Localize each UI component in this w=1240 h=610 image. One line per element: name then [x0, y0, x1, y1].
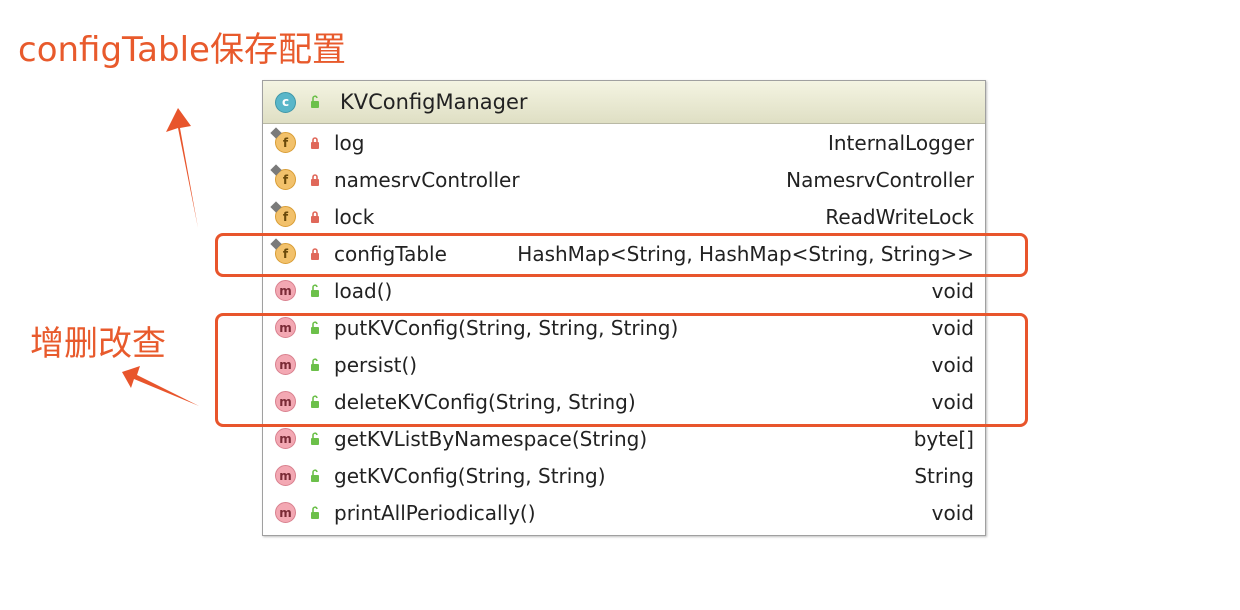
- method-return-type: void: [931, 389, 974, 414]
- arrow-left: [122, 366, 199, 406]
- method-name: getKVConfig(String, String): [334, 463, 606, 488]
- uml-class-box: c KVConfigManager f log InternalLogger f…: [262, 80, 986, 536]
- annotation-config-table: configTable保存配置: [18, 30, 346, 70]
- method-return-type: void: [931, 500, 974, 525]
- method-return-type: void: [931, 352, 974, 377]
- public-access-icon: [311, 505, 319, 519]
- field-name: configTable: [334, 241, 447, 266]
- field-type: HashMap<String, HashMap<String, String>>: [517, 241, 974, 266]
- private-lock-icon: [311, 210, 319, 223]
- public-access-icon: [311, 431, 319, 445]
- private-lock-icon: [311, 136, 319, 149]
- method-return-type: byte[]: [913, 426, 974, 451]
- method-name: printAllPeriodically(): [334, 500, 536, 525]
- field-type: ReadWriteLock: [825, 204, 974, 229]
- method-row: m persist() void: [263, 346, 985, 383]
- private-lock-icon: [311, 173, 319, 186]
- method-row: m getKVConfig(String, String) String: [263, 457, 985, 494]
- field-name: namesrvController: [334, 167, 520, 192]
- method-name: getKVListByNamespace(String): [334, 426, 648, 451]
- field-type: NamesrvController: [786, 167, 974, 192]
- public-access-icon: [311, 95, 319, 108]
- method-name: deleteKVConfig(String, String): [334, 389, 636, 414]
- highlight-config-table: [215, 233, 1028, 277]
- method-row: m load() void: [263, 272, 985, 309]
- private-lock-icon: [311, 247, 319, 260]
- class-icon: c: [275, 91, 296, 113]
- method-return-type: void: [931, 278, 974, 303]
- method-name: putKVConfig(String, String, String): [334, 315, 679, 340]
- method-icon: m: [275, 391, 296, 412]
- field-type: InternalLogger: [827, 130, 974, 155]
- annotation-crud: 增删改查: [30, 324, 166, 364]
- method-name: load(): [334, 278, 393, 303]
- method-name: persist(): [334, 352, 418, 377]
- method-icon: m: [275, 465, 296, 486]
- method-row: m printAllPeriodically() void: [263, 494, 985, 531]
- arrow-up: [166, 108, 198, 228]
- method-icon: m: [275, 317, 296, 338]
- method-row: m deleteKVConfig(String, String) void: [263, 383, 985, 420]
- fields-section: f log InternalLogger f namesrvController…: [263, 124, 985, 272]
- field-row: f lock ReadWriteLock: [263, 198, 985, 235]
- methods-section: m load() void m putKVConfig(String, Stri…: [263, 272, 985, 531]
- field-icon: f: [270, 201, 296, 227]
- public-access-icon: [311, 357, 319, 371]
- field-name: lock: [334, 204, 375, 229]
- method-icon: m: [275, 428, 296, 449]
- method-icon: m: [275, 354, 296, 375]
- class-header: c KVConfigManager: [263, 81, 985, 124]
- public-access-icon: [311, 320, 319, 334]
- public-access-icon: [311, 468, 319, 482]
- field-icon: f: [270, 127, 296, 153]
- method-icon: m: [275, 280, 296, 301]
- field-icon: f: [270, 238, 296, 264]
- method-icon: m: [275, 502, 296, 523]
- field-row: f configTable HashMap<String, HashMap<St…: [263, 235, 985, 272]
- method-row: m getKVListByNamespace(String) byte[]: [263, 420, 985, 457]
- public-access-icon: [311, 394, 319, 408]
- highlight-crud-methods: [215, 313, 1028, 427]
- class-name: KVConfigManager: [340, 90, 528, 114]
- field-name: log: [334, 130, 365, 155]
- method-row: m putKVConfig(String, String, String) vo…: [263, 309, 985, 346]
- public-access-icon: [311, 283, 319, 297]
- field-icon: f: [270, 164, 296, 190]
- method-return-type: String: [914, 463, 974, 488]
- method-return-type: void: [931, 315, 974, 340]
- field-row: f log InternalLogger: [263, 124, 985, 161]
- field-row: f namesrvController NamesrvController: [263, 161, 985, 198]
